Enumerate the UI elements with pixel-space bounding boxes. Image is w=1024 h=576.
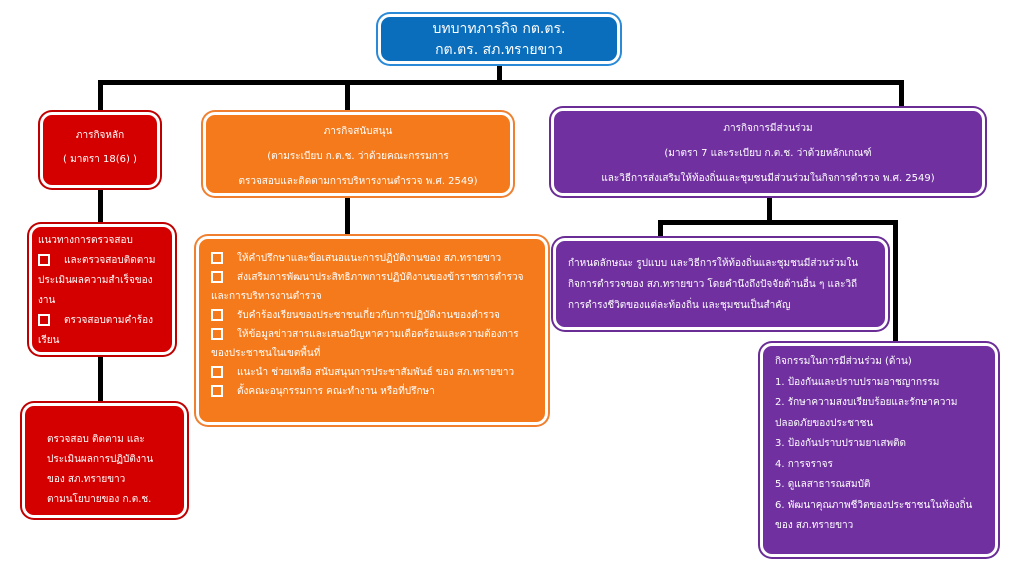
participation-title: ภารกิจการมีส่วนร่วม <box>723 123 813 134</box>
root-title: บทบาทภารกิจ กต.ตร. <box>432 21 566 37</box>
connector <box>98 80 904 85</box>
main-mission-title: ภารกิจหลัก <box>75 130 125 141</box>
connector <box>98 355 103 403</box>
checkbox-icon <box>211 309 223 321</box>
activity-item: 1. ป้องกันและปราบปรามอาชญากรรม <box>775 376 940 388</box>
root-box: บทบาทภารกิจ กต.ตร. กต.ตร. สภ.ทรายขาว <box>378 14 620 64</box>
guideline-item: ตรวจสอบตามคำร้องเรียน <box>38 314 154 346</box>
participation-activities-box: กิจกรรมในการมีส่วนร่วม (ด้าน) 1. ป้องกัน… <box>760 343 998 557</box>
activity-item: 6. พัฒนาคุณภาพชีวิตของประชาชนในท้องถิ่นข… <box>775 499 973 532</box>
main-result-box: ตรวจสอบ ติดตาม และ ประเมินผลการปฏิบัติงา… <box>22 403 187 518</box>
support-title: ภารกิจสนับสนุน <box>323 126 393 137</box>
main-mission-box: ภารกิจหลัก ( มาตรา 18(6) ) <box>40 112 160 188</box>
connector <box>497 64 502 84</box>
checkbox-icon <box>211 252 223 264</box>
connector <box>899 80 904 110</box>
root-subtitle: กต.ตร. สภ.ทรายขาว <box>435 42 563 58</box>
connector <box>98 188 103 224</box>
checkbox-icon <box>38 254 50 266</box>
connector <box>658 220 663 238</box>
connector <box>345 196 350 236</box>
guideline-item: และตรวจสอบติดตามประเมินผลความสำเร็จของงา… <box>38 254 156 306</box>
connector <box>893 220 898 343</box>
support-item: ให้คำปรึกษาและข้อเสนอแนะการปฏิบัติงานของ… <box>211 249 533 268</box>
support-item: ให้ข้อมูลข่าวสารและเสนอปัญหาความเดือดร้อ… <box>211 328 519 359</box>
support-item: รับคำร้องเรียนของประชาชนเกี่ยวกับการปฏิบ… <box>211 306 533 325</box>
checkbox-icon <box>211 271 223 283</box>
activity-item: 3. ป้องกันปราบปรามยาเสพติด <box>775 438 907 449</box>
activities-title: กิจกรรมในการมีส่วนร่วม (ด้าน) <box>775 356 912 367</box>
activity-item: 2. รักษาความสงบเรียบร้อยและรักษาความปลอด… <box>775 397 958 429</box>
guideline-box: แนวทางการตรวจสอบ และตรวจสอบติดตามประเมิน… <box>29 224 175 355</box>
support-item: ส่งเสริมการพัฒนาประสิทธิภาพการปฏิบัติงาน… <box>211 271 524 302</box>
support-sub: (ตามระเบียบ ก.ต.ช. ว่าด้วยคณะกรรมการ <box>267 151 449 162</box>
support-items-box: ให้คำปรึกษาและข้อเสนอแนะการปฏิบัติงานของ… <box>196 236 548 425</box>
support-mission-box: ภารกิจสนับสนุน (ตามระเบียบ ก.ต.ช. ว่าด้ว… <box>203 112 513 196</box>
participation-sub: และวิธีการส่งเสริมให้ท้องถิ่นและชุมชนมีส… <box>601 173 935 184</box>
connector <box>98 80 103 112</box>
participation-desc: กำหนดลักษณะ รูปแบบ และวิธีการให้ท้องถิ่น… <box>568 258 859 311</box>
support-item: ตั้งคณะอนุกรรมการ คณะทำงาน หรือที่ปรึกษา <box>211 382 533 401</box>
participation-sub: (มาตรา 7 และระเบียบ ก.ต.ช. ว่าด้วยหลักเก… <box>664 148 872 159</box>
result-line: ตามนโยบายของ ก.ต.ช. <box>47 494 152 505</box>
support-sub: ตรวจสอบและติดตามการบริหารงานตำรวจ พ.ศ. 2… <box>238 176 478 187</box>
guideline-title: แนวทางการตรวจสอบ <box>38 235 133 246</box>
checkbox-icon <box>211 385 223 397</box>
connector <box>767 196 772 222</box>
main-mission-sub: ( มาตรา 18(6) ) <box>63 154 137 165</box>
result-line: ของ สภ.ทรายขาว <box>47 474 126 485</box>
checkbox-icon <box>211 328 223 340</box>
connector <box>345 80 350 112</box>
support-item: แนะนำ ช่วยเหลือ สนับสนุนการประชาสัมพันธ์… <box>211 363 533 382</box>
participation-mission-box: ภารกิจการมีส่วนร่วม (มาตรา 7 และระเบียบ … <box>551 108 985 196</box>
activity-item: 5. ดูแลสาธารณสมบัติ <box>775 479 871 490</box>
result-line: ตรวจสอบ ติดตาม และ <box>47 434 145 445</box>
checkbox-icon <box>38 314 50 326</box>
participation-desc-box: กำหนดลักษณะ รูปแบบ และวิธีการให้ท้องถิ่น… <box>553 238 888 330</box>
connector <box>658 220 898 225</box>
checkbox-icon <box>211 366 223 378</box>
result-line: ประเมินผลการปฏิบัติงาน <box>47 454 154 465</box>
activity-item: 4. การจราจร <box>775 458 833 470</box>
